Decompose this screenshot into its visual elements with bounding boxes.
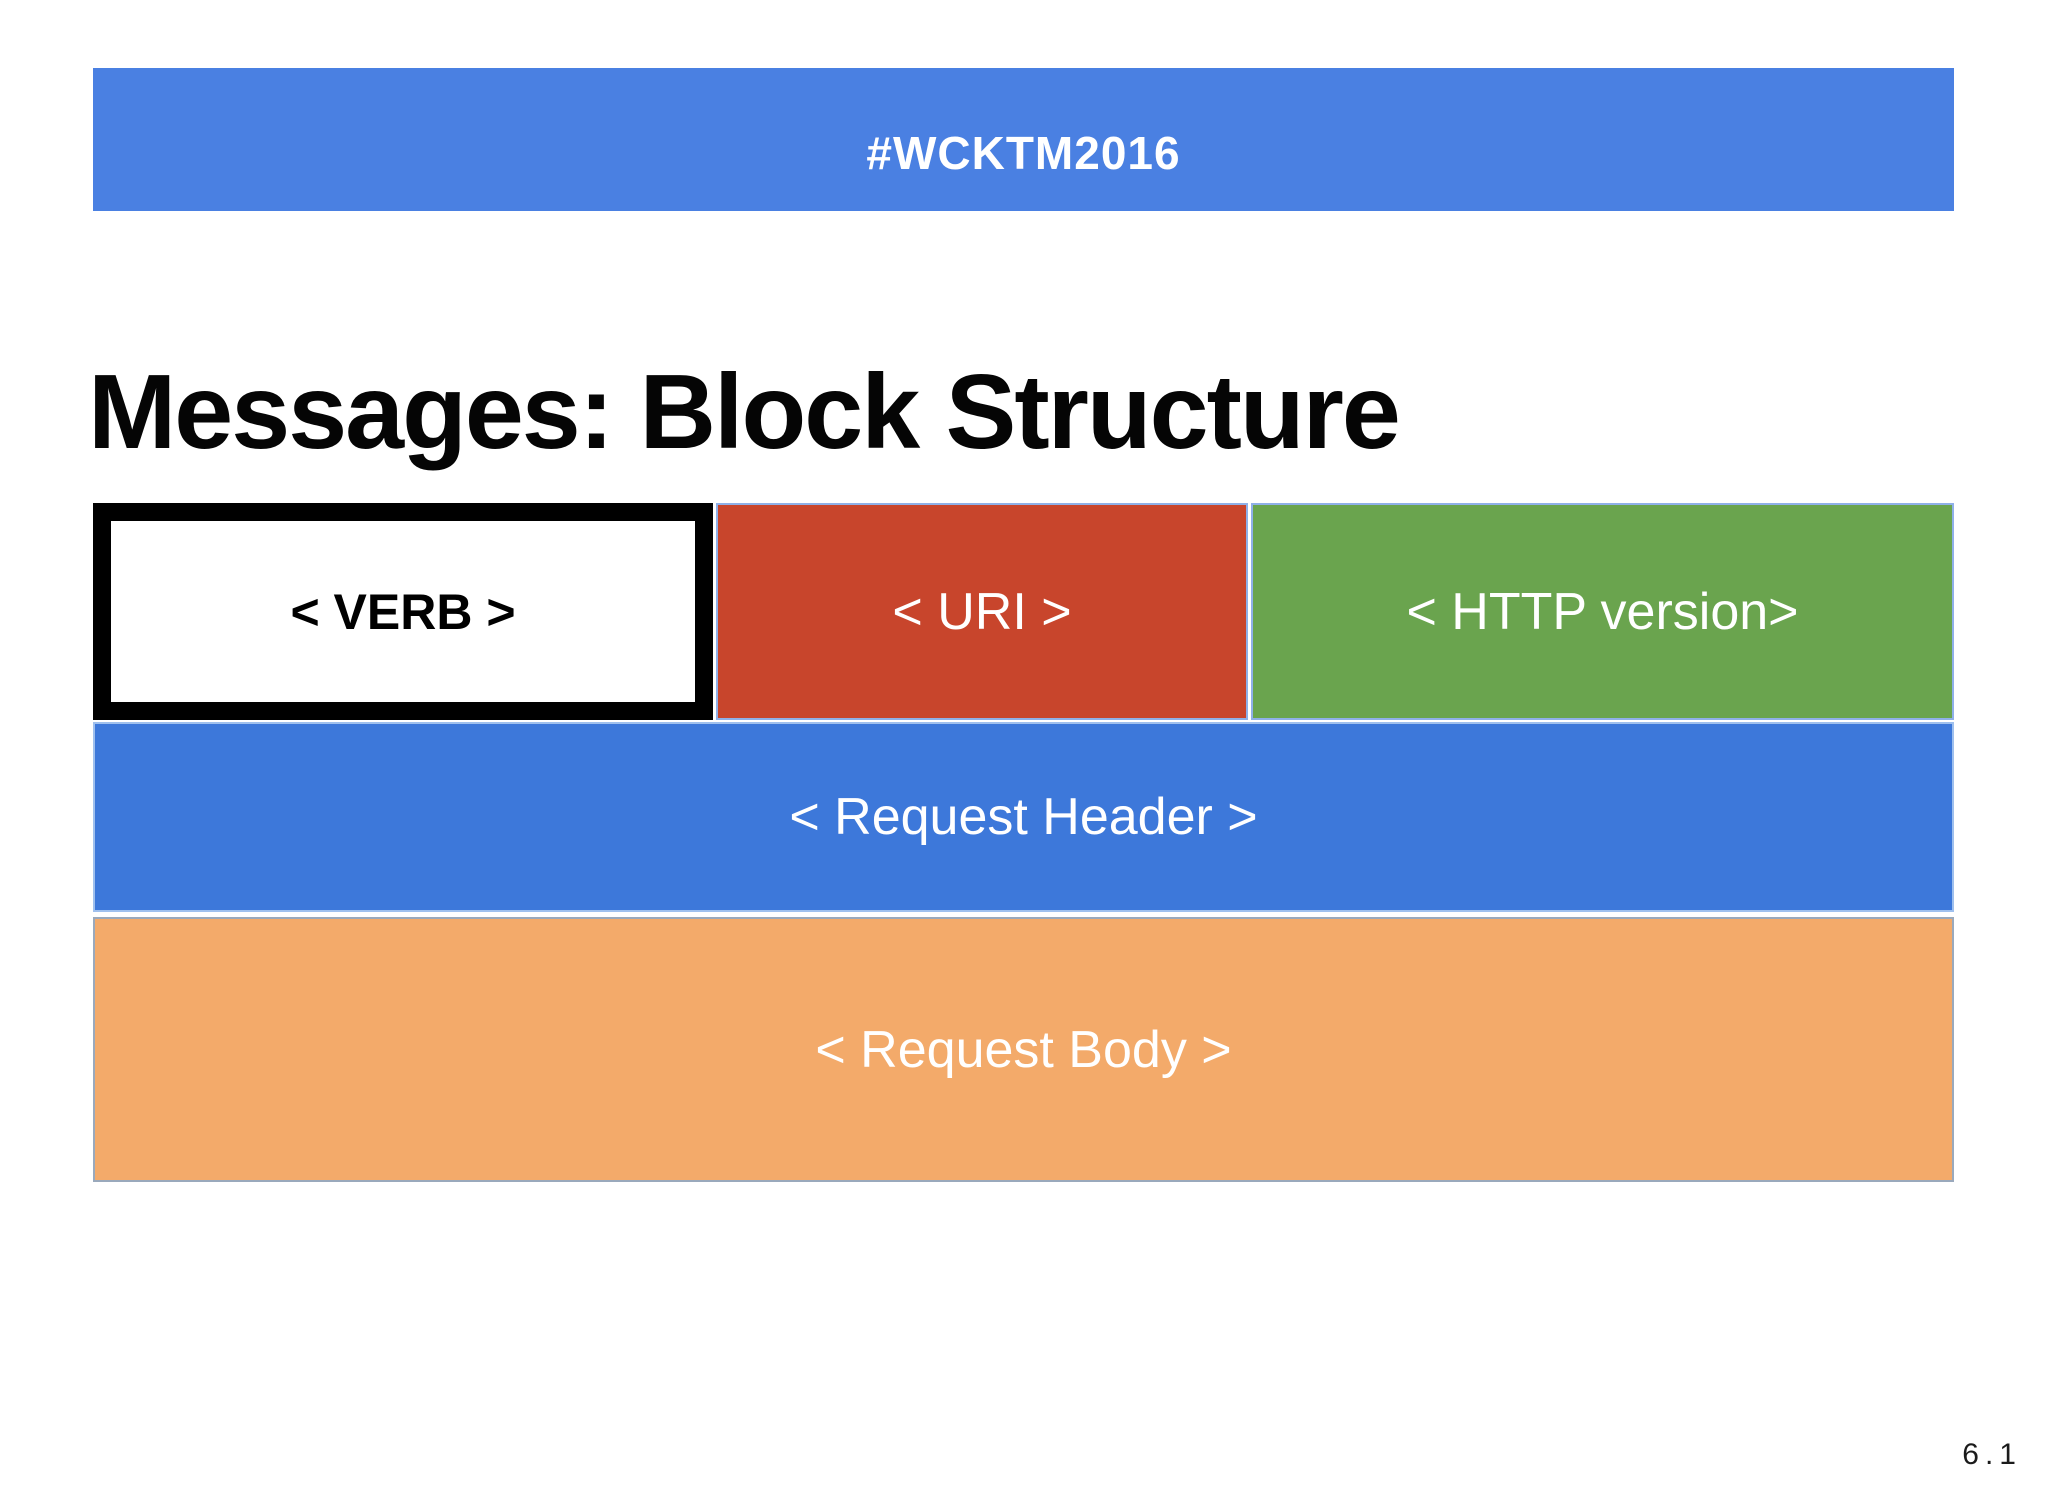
verb-label: < VERB >	[290, 583, 516, 640]
slide-number: 6.1	[1962, 1438, 2022, 1471]
request-header-block: < Request Header >	[93, 722, 1954, 912]
slide-title: Messages: Block Structure	[88, 353, 1401, 471]
hashtag-text: #WCKTM2016	[866, 126, 1181, 179]
verb-block: < VERB >	[93, 503, 713, 720]
request-body-label: < Request Body >	[815, 1020, 1232, 1079]
hashtag-banner: #WCKTM2016	[93, 68, 1954, 211]
uri-block: < URI >	[716, 503, 1248, 720]
http-version-block: < HTTP version>	[1251, 503, 1954, 720]
request-body-block: < Request Body >	[93, 917, 1954, 1182]
request-header-label: < Request Header >	[789, 788, 1258, 846]
uri-label: < URI >	[892, 582, 1072, 641]
http-version-label: < HTTP version>	[1406, 582, 1799, 641]
